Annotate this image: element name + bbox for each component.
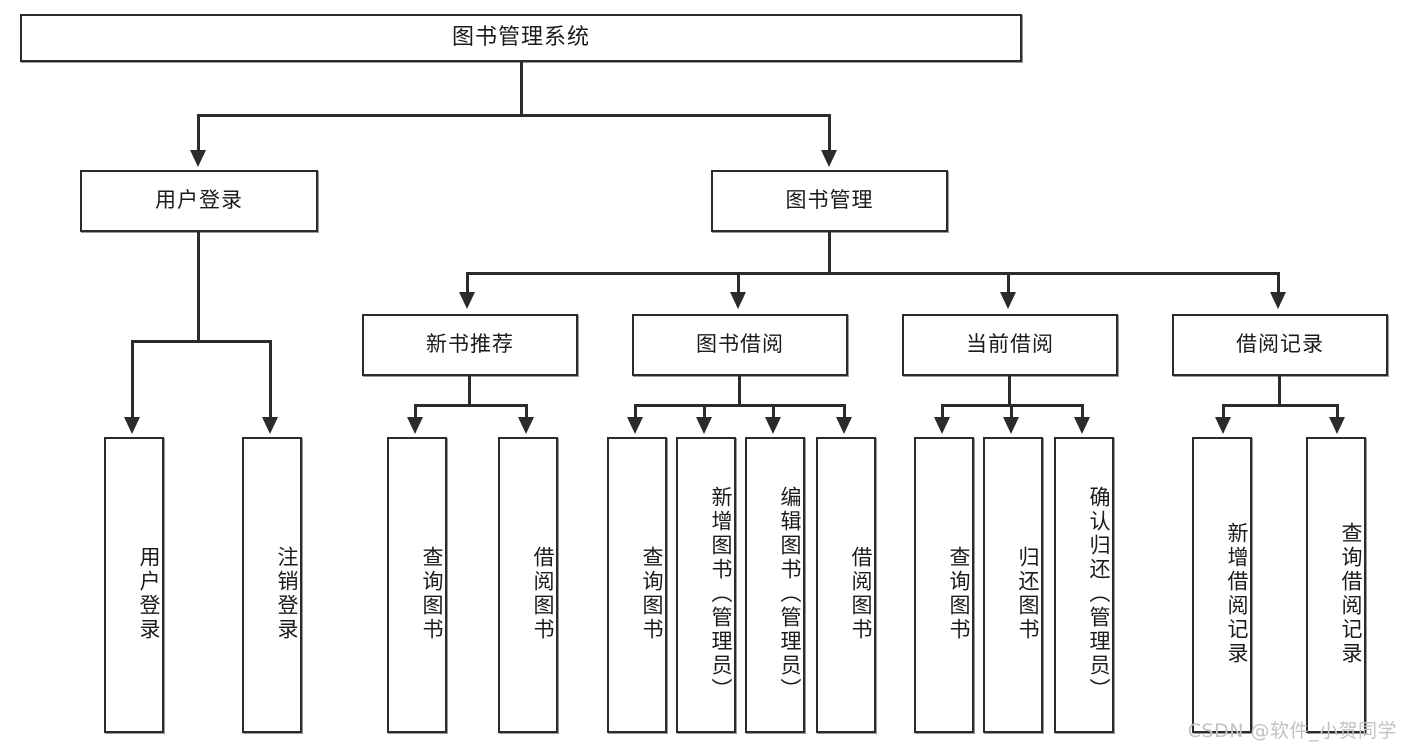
arrow-book-borrow-leaf-3 bbox=[765, 417, 781, 434]
leaf-label: 编辑图书（管理员） bbox=[778, 486, 802, 702]
connector-root-to-book-management bbox=[828, 114, 831, 152]
leaf-user-login[interactable]: 用户登录 bbox=[104, 437, 164, 733]
leaf-label: 查询图书 bbox=[420, 546, 444, 642]
arrow-book-borrow-leaf-4 bbox=[836, 417, 852, 434]
node-label: 图书借阅 bbox=[696, 332, 784, 357]
leaf-current-borrow-query[interactable]: 查询图书 bbox=[914, 437, 974, 733]
arrow-borrow-record-leaf-2 bbox=[1329, 417, 1345, 434]
connector-user-login-bus bbox=[131, 340, 269, 343]
leaf-current-borrow-return[interactable]: 归还图书 bbox=[983, 437, 1043, 733]
connector-user-login-drop-2 bbox=[269, 340, 272, 419]
arrow-book-borrow-leaf-1 bbox=[627, 417, 643, 434]
leaf-borrow-record-add[interactable]: 新增借阅记录 bbox=[1192, 437, 1252, 733]
arrow-bm-to-new-book bbox=[459, 292, 475, 309]
leaf-label: 借阅图书 bbox=[849, 546, 873, 642]
arrow-new-book-leaf-2 bbox=[518, 417, 534, 434]
connector-root-bus bbox=[197, 114, 831, 117]
connector-borrow-record-bus bbox=[1222, 404, 1339, 407]
leaf-label: 查询图书 bbox=[947, 546, 971, 642]
connector-bm-drop-current-borrow bbox=[1007, 272, 1010, 294]
leaf-label: 查询借阅记录 bbox=[1339, 522, 1363, 666]
leaf-label: 归还图书 bbox=[1016, 546, 1040, 642]
leaf-book-borrow-query[interactable]: 查询图书 bbox=[607, 437, 667, 733]
arrow-book-borrow-leaf-2 bbox=[696, 417, 712, 434]
connector-book-borrow-drop-2 bbox=[703, 404, 706, 419]
connector-book-management-stem bbox=[828, 232, 831, 274]
connector-book-borrow-drop-3 bbox=[772, 404, 775, 419]
leaf-book-borrow-edit[interactable]: 编辑图书（管理员） bbox=[745, 437, 805, 733]
connector-book-borrow-stem bbox=[738, 376, 741, 406]
leaf-label: 确认归还（管理员） bbox=[1087, 486, 1111, 702]
node-label: 用户登录 bbox=[155, 188, 243, 213]
arrow-user-login-leaf-2 bbox=[262, 417, 278, 434]
connector-root-stem bbox=[520, 62, 523, 116]
node-label: 图书管理 bbox=[785, 188, 874, 213]
node-label: 图书管理系统 bbox=[451, 24, 590, 50]
arrow-current-borrow-leaf-1 bbox=[934, 417, 950, 434]
node-new-book-recommend[interactable]: 新书推荐 bbox=[362, 314, 578, 376]
node-label: 当前借阅 bbox=[966, 332, 1054, 357]
connector-book-borrow-bus bbox=[634, 404, 846, 407]
arrow-root-to-book-management bbox=[821, 150, 837, 167]
leaf-book-borrow-borrow[interactable]: 借阅图书 bbox=[816, 437, 876, 733]
arrow-borrow-record-leaf-1 bbox=[1215, 417, 1231, 434]
node-label: 新书推荐 bbox=[426, 332, 514, 357]
connector-current-borrow-stem bbox=[1008, 376, 1011, 406]
leaf-borrow-record-query[interactable]: 查询借阅记录 bbox=[1306, 437, 1366, 733]
arrow-bm-to-current-borrow bbox=[1000, 292, 1016, 309]
arrow-bm-to-book-borrow bbox=[730, 292, 746, 309]
node-root-book-management-system[interactable]: 图书管理系统 bbox=[20, 14, 1022, 62]
leaf-current-borrow-confirm-return[interactable]: 确认归还（管理员） bbox=[1054, 437, 1114, 733]
leaf-label: 新增图书（管理员） bbox=[709, 486, 733, 702]
connector-bm-drop-book-borrow bbox=[737, 272, 740, 294]
leaf-label: 用户登录 bbox=[137, 546, 161, 642]
connector-book-management-bus bbox=[466, 272, 1280, 275]
arrow-root-to-user-login bbox=[190, 150, 206, 167]
connector-bm-drop-borrow-record bbox=[1277, 272, 1280, 294]
connector-current-borrow-drop-3 bbox=[1081, 404, 1084, 419]
leaf-label: 借阅图书 bbox=[531, 546, 555, 642]
connector-borrow-record-drop-2 bbox=[1336, 404, 1339, 419]
leaf-new-book-borrow[interactable]: 借阅图书 bbox=[498, 437, 558, 733]
connector-user-login-stem bbox=[197, 232, 200, 342]
connector-new-book-bus bbox=[414, 404, 528, 407]
arrow-bm-to-borrow-record bbox=[1270, 292, 1286, 309]
arrow-current-borrow-leaf-3 bbox=[1074, 417, 1090, 434]
connector-new-book-stem bbox=[468, 376, 471, 406]
connector-borrow-record-stem bbox=[1278, 376, 1281, 406]
leaf-new-book-query[interactable]: 查询图书 bbox=[387, 437, 447, 733]
connector-book-borrow-drop-4 bbox=[843, 404, 846, 419]
node-current-borrow[interactable]: 当前借阅 bbox=[902, 314, 1118, 376]
node-book-borrow[interactable]: 图书借阅 bbox=[632, 314, 848, 376]
connector-root-to-user-login bbox=[197, 114, 200, 152]
node-borrow-record[interactable]: 借阅记录 bbox=[1172, 314, 1388, 376]
node-user-login[interactable]: 用户登录 bbox=[80, 170, 318, 232]
leaf-label: 注销登录 bbox=[275, 546, 299, 642]
connector-user-login-drop-1 bbox=[131, 340, 134, 419]
connector-current-borrow-drop-1 bbox=[941, 404, 944, 419]
connector-new-book-drop-1 bbox=[414, 404, 417, 419]
connector-new-book-drop-2 bbox=[525, 404, 528, 419]
arrow-new-book-leaf-1 bbox=[407, 417, 423, 434]
arrow-current-borrow-leaf-2 bbox=[1003, 417, 1019, 434]
connector-book-borrow-drop-1 bbox=[634, 404, 637, 419]
connector-current-borrow-drop-2 bbox=[1010, 404, 1013, 419]
node-book-management[interactable]: 图书管理 bbox=[711, 170, 948, 232]
connector-bm-drop-new-book bbox=[466, 272, 469, 294]
connector-borrow-record-drop-1 bbox=[1222, 404, 1225, 419]
arrow-user-login-leaf-1 bbox=[124, 417, 140, 434]
leaf-logout-login[interactable]: 注销登录 bbox=[242, 437, 302, 733]
leaf-label: 查询图书 bbox=[640, 546, 664, 642]
leaf-book-borrow-add[interactable]: 新增图书（管理员） bbox=[676, 437, 736, 733]
leaf-label: 新增借阅记录 bbox=[1225, 522, 1249, 666]
node-label: 借阅记录 bbox=[1236, 332, 1324, 357]
